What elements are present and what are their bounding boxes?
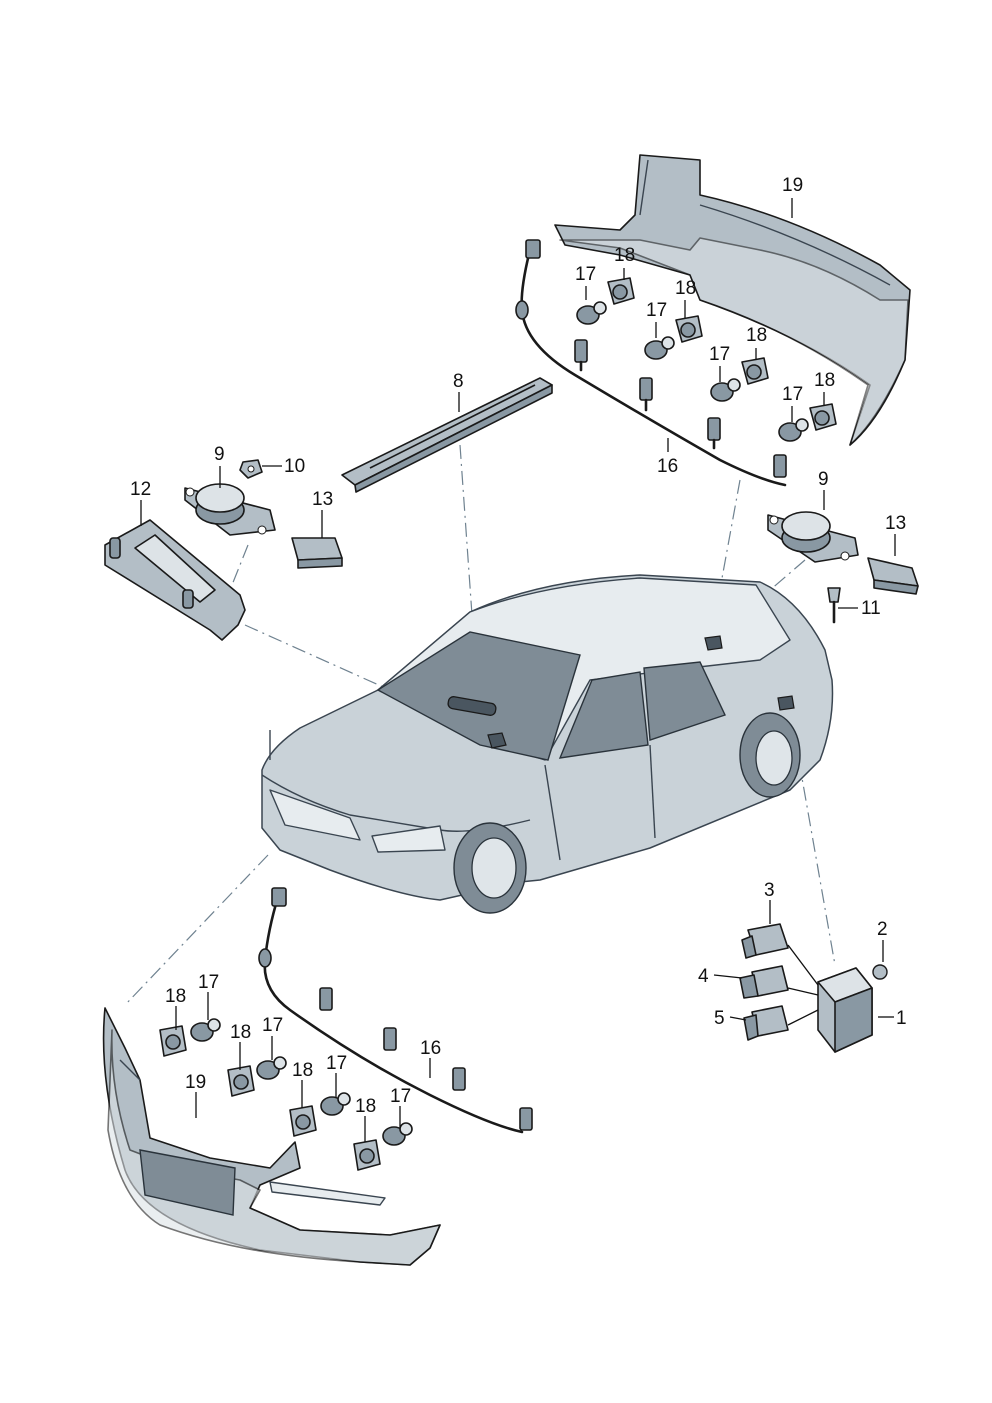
right-clip [827,587,841,624]
label-17-rear-a: 17 [575,264,596,285]
label-5: 5 [714,1008,725,1029]
front-sensor-1 [190,1018,221,1042]
label-2: 2 [877,919,888,940]
label-18-rear-d: 18 [814,370,835,391]
front-parking-sensor-harness [258,887,533,1134]
rear-sensor-3 [710,378,741,402]
label-13-left: 13 [312,489,333,510]
label-19-rear: 19 [782,175,803,196]
label-18-rear-a: 18 [614,245,635,266]
left-buzzer [184,483,276,536]
leader-lines [140,198,896,1142]
rear-holder-3 [741,357,769,385]
left-connector [291,537,343,569]
label-9-right: 9 [818,469,829,490]
front-sensor-2 [256,1056,287,1080]
label-18-front-b: 18 [230,1022,251,1043]
rear-parking-sensor-harness [515,239,787,487]
label-17-rear-c: 17 [709,344,730,365]
label-17-front-a: 17 [198,972,219,993]
label-16-rear: 16 [657,456,678,477]
callout-labels: 19 18 17 18 17 18 17 18 17 16 8 9 10 12 … [130,175,907,1117]
left-nut [239,459,263,479]
label-18-front-a: 18 [165,986,186,1007]
label-17-rear-d: 17 [782,384,803,405]
right-connector [867,557,919,595]
rear-holder-2 [675,315,703,343]
label-19-front: 19 [185,1072,206,1093]
parking-aid-display-unit [341,377,553,493]
front-sensor-4 [382,1122,413,1146]
rear-sensor-2 [644,336,675,360]
car-illustration [261,574,834,914]
label-18-front-d: 18 [355,1096,376,1117]
label-12: 12 [130,479,151,500]
label-18-front-c: 18 [292,1060,313,1081]
label-13-right: 13 [885,513,906,534]
label-17-front-c: 17 [326,1053,347,1074]
label-4: 4 [698,966,709,987]
rear-holder-4 [809,403,837,431]
label-17-rear-b: 17 [646,300,667,321]
right-buzzer [767,511,859,563]
label-3: 3 [764,880,775,901]
label-16-front: 16 [420,1038,441,1059]
front-holder-4 [353,1139,381,1171]
label-18-rear-b: 18 [675,278,696,299]
label-8: 8 [453,371,464,392]
front-holder-2 [227,1065,255,1097]
label-1: 1 [896,1008,907,1029]
label-9-left: 9 [214,444,225,465]
front-holder-1 [159,1025,187,1057]
rear-sensor-set [576,277,837,442]
front-sensor-set [159,1018,413,1171]
control-unit-assembly [739,923,888,1053]
rear-holder-1 [607,277,635,305]
label-17-front-b: 17 [262,1015,283,1036]
rear-bumper-cover [554,154,911,446]
rear-sensor-1 [576,301,607,325]
front-holder-3 [289,1105,317,1137]
label-18-rear-c: 18 [746,325,767,346]
front-sensor-3 [320,1092,351,1116]
label-17-front-d: 17 [390,1086,411,1107]
label-10: 10 [284,456,305,477]
rear-sensor-4 [778,418,809,442]
front-bumper-cover [102,1007,441,1266]
label-11: 11 [861,598,881,619]
left-bracket [104,519,246,641]
